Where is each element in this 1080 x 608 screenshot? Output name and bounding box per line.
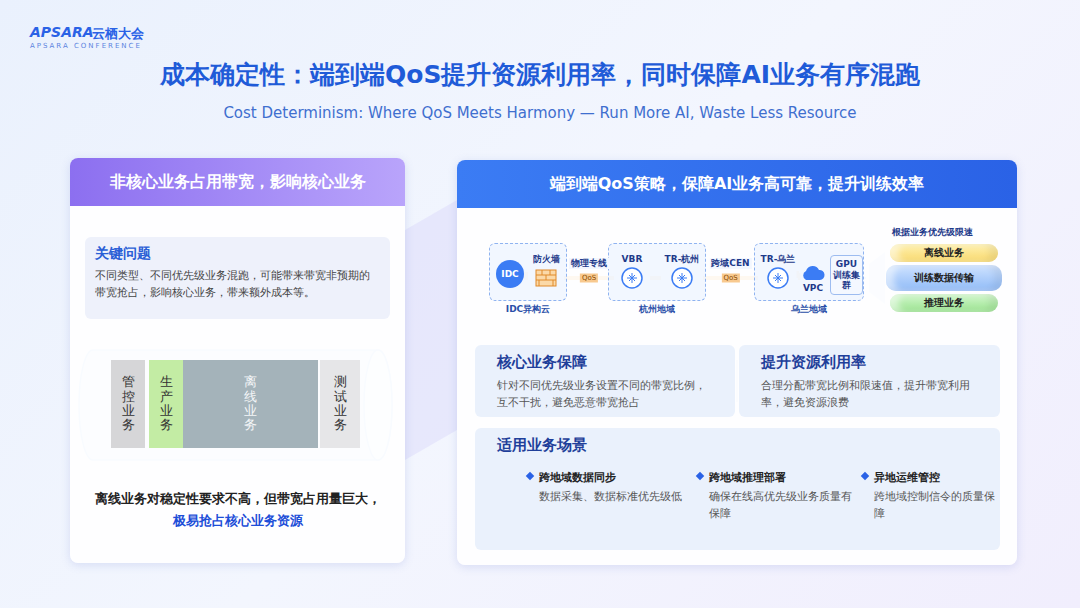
router: VBR (614, 253, 650, 293)
node-heading: 异地运维管控 (862, 470, 997, 485)
priority-tube: 训练数据传输 (886, 265, 1002, 291)
priority-tube: 离线业务 (890, 244, 998, 262)
tube-caption: 根据业务优先级限速 (892, 226, 973, 239)
node-heading: 跨地域数据同步 (527, 470, 682, 485)
edge-label: 物理专线 (569, 258, 609, 269)
node-heading: 跨地域推理部署 (697, 470, 852, 485)
node-heading: TR-乌兰 (758, 253, 798, 265)
node-heading: 测试业务 (334, 375, 347, 432)
subtitle: Cost Determinism: Where QoS Meets Harmon… (0, 104, 1080, 122)
node-heading: 非核心业务占用带宽，影响核心业务 (70, 158, 405, 206)
node-heading: 提升资源利用率 (761, 353, 978, 372)
slide-title: 成本确定性：端到端QoS提升资源利用率，同时保障AI业务有序混跑 (0, 58, 1080, 91)
cloud-icon (800, 263, 826, 283)
service-band: 生产业务 (149, 360, 183, 448)
router: TR-乌兰 (758, 253, 798, 293)
edge-label: 跨域CEN (709, 258, 751, 269)
node-body: 针对不同优先级业务设置不同的带宽比例，互不干扰，避免恶意带宽抢占 (497, 378, 713, 411)
region-box: 杭州地域VBRTR-杭州 (608, 243, 706, 301)
service-band: 测试业务 (320, 360, 360, 448)
circle-icon (671, 267, 693, 289)
benefit-box: 提升资源利用率合理分配带宽比例和限速值，提升带宽利用率，避免资源浪费 (739, 345, 1000, 417)
problem-box: 关键问题不同类型、不同优先级业务混跑，可能带来带宽非预期的带宽抢占，影响核心业务… (85, 237, 390, 319)
node-body: 不同类型、不同优先级业务混跑，可能带来带宽非预期的带宽抢占，影响核心业务，带来额… (95, 268, 380, 301)
qos-tag: QoS (721, 274, 739, 283)
node-body: 跨地域控制信令的质量保障 (862, 489, 997, 522)
node-body: 数据采集、数据标准优先级低 (527, 489, 682, 506)
circle-icon (767, 267, 789, 289)
panel: 端到端QoS策略，保障AI业务高可靠，提升训练效率 IDC异构云 IDC 防火墙杭州地… (457, 160, 1017, 565)
gpu-cluster: GPU训练集群 (830, 255, 863, 295)
logo-text: APSARA (30, 24, 94, 40)
node-heading: 生产业务 (160, 375, 173, 432)
region-box: IDC异构云IDC防火墙 (489, 243, 567, 301)
priority-tube: 推理业务 (890, 294, 998, 312)
node-heading: VPC (799, 283, 827, 294)
zoom-beam (405, 200, 457, 460)
service-band: 离线业务 (183, 360, 318, 448)
wall-icon (535, 267, 557, 289)
benefit-box: 核心业务保障针对不同优先级业务设置不同的带宽比例，互不干扰，避免恶意带宽抢占 (475, 345, 735, 417)
scenario-item: 跨地域数据同步数据采集、数据标准优先级低 (527, 470, 682, 530)
node-heading: 推理业务 (924, 296, 964, 310)
node-body: 合理分配带宽比例和限速值，提升带宽利用率，避免资源浪费 (761, 378, 978, 411)
note-highlight: 极易抢占核心业务资源 (70, 512, 405, 530)
scenario-item: 异地运维管控跨地域控制信令的质量保障 (862, 470, 997, 530)
scenario-box: 适用业务场景跨地域数据同步数据采集、数据标准优先级低跨地域推理部署确保在线高优先… (475, 428, 1000, 550)
node-heading: IDC (501, 269, 518, 279)
node-heading: TR-杭州 (661, 253, 703, 265)
node-heading: 核心业务保障 (497, 353, 713, 372)
note-text: 离线业务对稳定性要求不高，但带宽占用量巨大， (70, 490, 405, 508)
circle-icon (621, 267, 643, 289)
logo-text: 云栖大会 (92, 25, 144, 43)
node-heading: 杭州地域 (609, 303, 705, 316)
node-heading: 乌兰地域 (755, 303, 863, 316)
node-heading: GPU训练集群 (833, 259, 860, 290)
node-heading: 离线业务 (924, 246, 964, 260)
router: TR-杭州 (661, 253, 703, 293)
node-heading: 训练数据传输 (914, 271, 974, 285)
node-heading: VBR (614, 253, 650, 265)
node-heading: 端到端QoS策略，保障AI业务高可靠，提升训练效率 (457, 160, 1017, 208)
vpc-cloud: VPC (799, 263, 827, 297)
node-body: 确保在线高优先级业务质量有保障 (697, 489, 852, 522)
pipe (79, 350, 392, 460)
node-heading: 管控业务 (122, 375, 135, 432)
node-heading: 关键问题 (95, 245, 380, 263)
node-heading: IDC异构云 (490, 303, 566, 316)
scenario-item: 跨地域推理部署确保在线高优先级业务质量有保障 (697, 470, 852, 530)
node-heading: 防火墙 (528, 253, 564, 265)
region-box: 乌兰地域TR-乌兰VPCGPU训练集群 (754, 243, 864, 301)
node-heading: 适用业务场景 (497, 436, 978, 455)
logo-subtext: APSARA CONFERENCE (30, 42, 142, 50)
idc-circle: IDC (496, 260, 524, 288)
qos-tag: QoS (580, 274, 598, 283)
firewall: 防火墙 (528, 253, 564, 293)
node-heading: 离线业务 (244, 375, 257, 432)
service-band: 管控业务 (111, 360, 145, 448)
